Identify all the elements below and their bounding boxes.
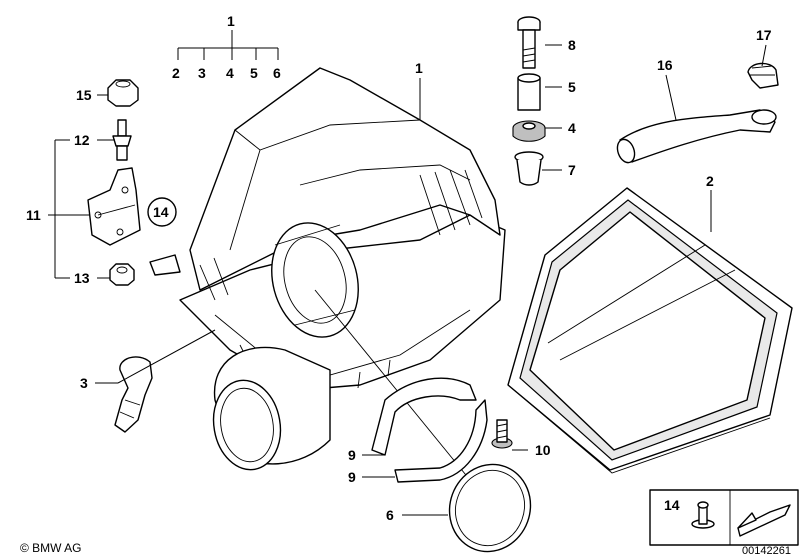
callout-4-grommet: 4 — [568, 120, 576, 136]
callout-14-legend: 14 — [664, 497, 680, 513]
clamp-17 — [747, 62, 779, 89]
legend-box — [649, 489, 799, 546]
copyright-text: © BMW AG — [20, 541, 82, 555]
callout-2-filter: 2 — [706, 173, 714, 189]
callout-16-hose: 16 — [657, 57, 673, 73]
callout-9-bracket-a: 9 — [348, 447, 356, 463]
callout-3-sub: 3 — [198, 65, 206, 81]
callout-1-top: 1 — [227, 13, 235, 29]
air-filter-housing — [149, 67, 506, 481]
rivet-14-icon — [691, 501, 715, 529]
callout-5-sub: 5 — [250, 65, 258, 81]
callout-3-clip: 3 — [80, 375, 88, 391]
grommet-4 — [512, 120, 546, 142]
callout-5-sleeve: 5 — [568, 79, 576, 95]
callout-7-bushing: 7 — [568, 162, 576, 178]
hose-16 — [616, 109, 777, 164]
cap-15 — [107, 79, 139, 107]
nut-13 — [109, 263, 135, 286]
filter-element — [507, 187, 793, 474]
seal-ring-6 — [448, 463, 532, 553]
leader-lines — [48, 30, 767, 516]
callout-14-ref: 14 — [153, 204, 169, 220]
clip-3 — [114, 356, 153, 433]
callout-12-stud: 12 — [74, 132, 90, 148]
bushing-7 — [514, 151, 544, 186]
callout-17-clamp: 17 — [756, 27, 772, 43]
holder-11 — [87, 167, 141, 246]
document-number: 00142261 — [742, 545, 791, 557]
callout-4-sub: 4 — [226, 65, 234, 81]
callout-1-cover: 1 — [415, 60, 423, 76]
callout-10-screw: 10 — [535, 442, 551, 458]
callout-labels: 1 2 3 4 5 6 1 2 8 5 4 7 16 17 15 12 11 1… — [26, 13, 772, 523]
callout-15-cap: 15 — [76, 87, 92, 103]
callout-8-bolt: 8 — [568, 37, 576, 53]
bracket-9-upper — [371, 377, 477, 456]
bracket-9-lower — [394, 399, 488, 483]
arrow-symbol-icon — [737, 504, 791, 537]
callout-11-holder: 11 — [26, 207, 41, 223]
stud-12 — [112, 119, 132, 161]
callout-6-seal: 6 — [386, 507, 394, 523]
callout-6-sub: 6 — [273, 65, 281, 81]
callout-13-nut: 13 — [74, 270, 90, 286]
callout-9-bracket-b: 9 — [348, 469, 356, 485]
callout-2-sub: 2 — [172, 65, 180, 81]
bolt-8 — [517, 16, 541, 69]
sleeve-5 — [517, 73, 541, 111]
callout-14-circle — [147, 197, 177, 227]
screw-10 — [491, 419, 513, 449]
